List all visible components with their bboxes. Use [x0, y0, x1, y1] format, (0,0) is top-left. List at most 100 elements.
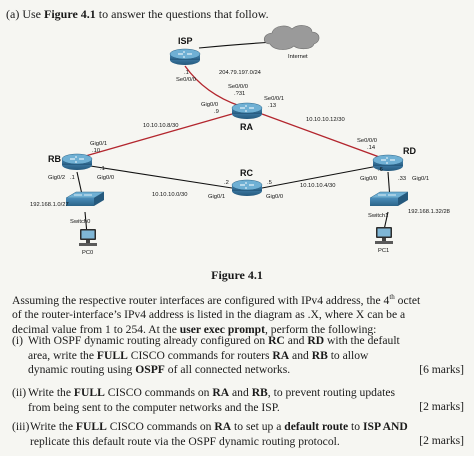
- instruction-pre: Use: [22, 7, 41, 21]
- net-ra-rb: 10.10.10.8/30: [143, 123, 178, 129]
- question-text-part: to: [348, 420, 363, 433]
- question-text-part: Write the: [28, 386, 74, 399]
- question-text-bold: OSPF: [135, 363, 165, 376]
- question-text-part: and: [289, 348, 312, 362]
- net-lan-rb: 192.168.1.0/27: [30, 202, 69, 208]
- question-text-bold: RA: [214, 420, 232, 433]
- question-item: (iii)Write the FULL CISCO commands on RA…: [12, 420, 464, 449]
- question-text-part: CISCO commands for routers: [127, 348, 273, 362]
- question-text-part: to allow dynamic routing using: [28, 348, 369, 377]
- question-text-bold: RB: [311, 348, 328, 362]
- question-text: Write the FULL CISCO commands on RA to s…: [12, 420, 410, 449]
- router-ra-icon: [231, 102, 263, 119]
- label-ra: RA: [240, 122, 253, 132]
- question-text-part: CISCO commands on: [104, 386, 213, 399]
- figure-reference: Figure 4.1: [44, 7, 96, 21]
- net-ra-rd: 10.10.10.12/30: [306, 117, 345, 123]
- if-rd-g01-host: .33: [398, 176, 406, 182]
- label-rc: RC: [240, 168, 253, 178]
- net-lan-rd: 192.168.1.32/28: [408, 209, 450, 215]
- if-ra-s001-host: .13: [268, 103, 276, 109]
- question-text-part: of all connected networks.: [164, 363, 291, 376]
- question-text: Write the FULL CISCO commands on RA and …: [12, 386, 408, 415]
- if-ra-s001: Se0/0/1: [264, 96, 284, 102]
- if-rd-g00: Gig0/0: [360, 176, 377, 182]
- question-number: (i): [12, 334, 23, 347]
- question-text-bold: RA: [212, 386, 230, 399]
- question-text-bold: FULL: [75, 420, 107, 433]
- if-rb-g00: Gig0/0: [97, 175, 114, 181]
- question-text-part: and: [229, 386, 252, 399]
- question-text-part: replicate this default route via the OSP…: [30, 434, 340, 448]
- marks-label: [2 marks]: [419, 434, 464, 447]
- if-rb-g02: Gig0/2: [48, 175, 65, 181]
- link-ra-rd: [261, 113, 383, 159]
- links: [76, 41, 391, 235]
- label-switch1: Switch1: [368, 213, 388, 219]
- if-ra-s000-host: .?31: [234, 91, 245, 97]
- if-rb-g01: Gig0/1: [90, 141, 107, 147]
- question-text-part: with the default area, write the: [28, 334, 400, 362]
- label-pc0: PC0: [82, 250, 93, 256]
- switch0-icon: [65, 191, 105, 206]
- if-ra-g00: Gig0/0: [201, 102, 218, 108]
- if-rd-g01: Gig0/1: [412, 176, 429, 182]
- if-rc-g00-host: .5: [267, 180, 272, 186]
- question-text-bold: ISP AND: [362, 420, 408, 433]
- if-rd-s000-host: .14: [367, 145, 376, 151]
- instruction-post: to answer the questions that follow.: [98, 7, 269, 21]
- figure-caption: Figure 4.1: [211, 268, 263, 282]
- net-rc-rd: 10.10.10.4/30: [300, 183, 335, 189]
- intro-line1: Assuming the respective router interface…: [12, 293, 390, 307]
- question-text-bold: FULL: [96, 348, 128, 362]
- question-text-bold: RB: [251, 386, 268, 399]
- label-switch0: Switch0: [70, 219, 90, 225]
- if-isp-host: .1: [184, 70, 189, 76]
- if-rb-g00-host: .1: [100, 166, 105, 172]
- question-text-part: to set up a: [231, 420, 285, 433]
- link-isp-internet: [198, 41, 276, 49]
- if-rd-s000: Se0/0/0: [357, 138, 377, 144]
- if-rb-g02-host: .1: [70, 175, 75, 181]
- router-rd-icon: [372, 154, 404, 171]
- pc1-icon: [375, 227, 393, 244]
- link-ra-rb: [81, 113, 233, 158]
- question-header: (a) Use Figure 4.1 to answer the questio…: [6, 7, 269, 22]
- if-rb-g01-host: .10: [92, 148, 100, 154]
- question-text-bold: RA: [272, 348, 290, 362]
- link-rc-rd: [261, 165, 379, 189]
- question-number: (iii): [12, 420, 30, 433]
- question-item: (ii)Write the FULL CISCO commands on RA …: [12, 386, 464, 415]
- if-ra-g00-host: .9: [214, 109, 219, 115]
- internet-cloud-icon: [263, 25, 320, 50]
- link-isp-ra: [184, 65, 241, 107]
- intro-line1-end: octet: [394, 293, 421, 307]
- router-rc-icon: [231, 179, 263, 196]
- link-rb-rc: [83, 164, 233, 189]
- intro-bold-prompt: user exec prompt: [179, 322, 265, 336]
- intro-line3-end: , perform the following:: [265, 322, 377, 336]
- question-text-bold: FULL: [73, 386, 105, 399]
- router-isp-icon: [169, 48, 201, 65]
- if-rc-g01-host: .2: [224, 180, 229, 186]
- network-topology-diagram: Internet: [30, 25, 450, 256]
- intro-paragraph: Assuming the respective router interface…: [12, 290, 464, 337]
- question-text-part: CISCO commands on: [106, 420, 215, 433]
- intro-superscript: th: [389, 293, 395, 301]
- question-text-part: Write the: [30, 420, 76, 433]
- question-text-bold: RD: [307, 334, 325, 347]
- if-rc-g01: Gig0/1: [208, 194, 225, 200]
- net-isp-ra: 204.79.197.0/24: [219, 70, 262, 76]
- router-rb-icon: [61, 153, 93, 170]
- question-item: (i)With OSPF dynamic routing already con…: [12, 334, 464, 378]
- question-text-bold: RC: [268, 334, 285, 347]
- label-rb: RB: [48, 154, 61, 164]
- question-number: (ii): [12, 386, 27, 399]
- marks-label: [2 marks]: [419, 400, 464, 413]
- question-text-part: and: [284, 334, 308, 347]
- intro-line3: decimal value from 1 to 254. At the: [12, 322, 177, 336]
- label-isp: ISP: [178, 36, 193, 46]
- internet-label: Internet: [288, 54, 308, 60]
- question-text-bold: default route: [284, 420, 349, 433]
- net-rb-rc: 10.10.10.0/30: [152, 192, 187, 198]
